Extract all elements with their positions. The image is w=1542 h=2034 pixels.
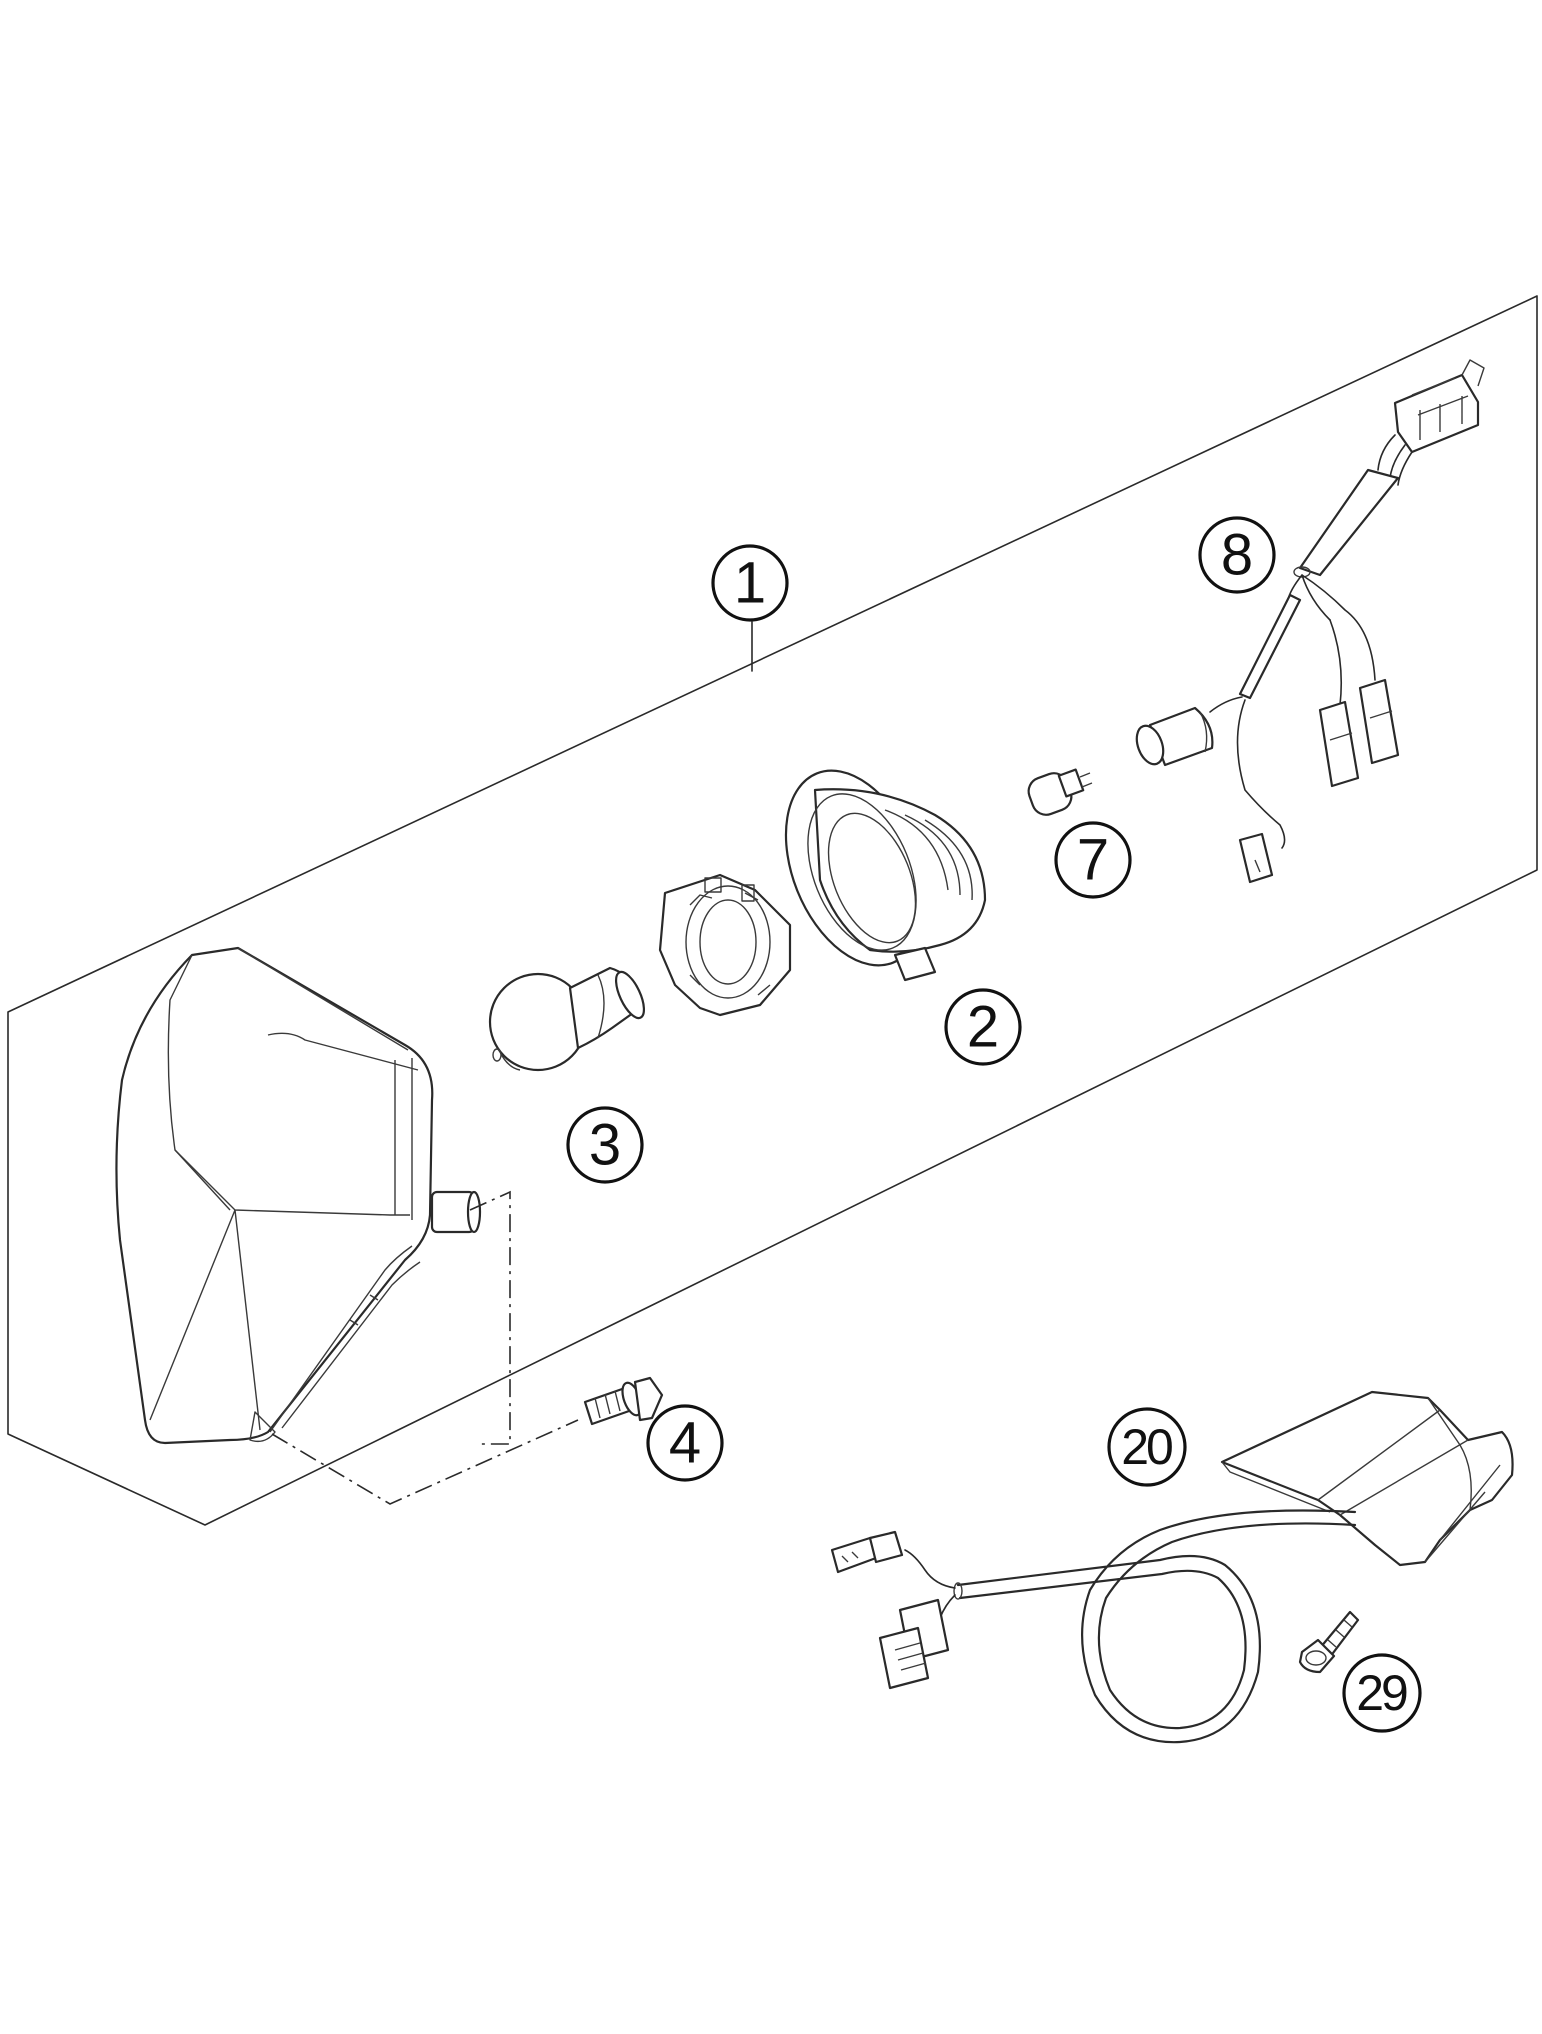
callout-4: 4 xyxy=(646,1404,724,1482)
callout-7: 7 xyxy=(1054,821,1132,899)
callout-3-label: 3 xyxy=(589,1113,621,1178)
flange-screw-icon[interactable] xyxy=(583,1376,664,1426)
headlight-assembly-icon[interactable] xyxy=(115,946,482,1445)
assembly-bracket-outline xyxy=(7,295,1538,1526)
headlight-bulb-icon[interactable] xyxy=(488,966,650,1072)
parking-light-bulb-icon[interactable] xyxy=(1025,768,1093,818)
callout-20: 20 xyxy=(1107,1407,1187,1487)
mounting-reference-lines xyxy=(271,1190,579,1505)
callout-1-label: 1 xyxy=(734,551,766,616)
rubber-boot-icon[interactable] xyxy=(759,750,987,986)
callout-2-label: 2 xyxy=(967,995,999,1060)
callout-29-label: 29 xyxy=(1356,1665,1407,1721)
callout-1: 1 xyxy=(711,544,789,622)
callout-2: 2 xyxy=(944,988,1022,1066)
led-headlight-cover-icon[interactable] xyxy=(1220,1390,1514,1567)
callout-4-label: 4 xyxy=(669,1411,701,1476)
callout-8-label: 8 xyxy=(1221,523,1253,588)
callout-3: 3 xyxy=(566,1106,644,1184)
small-screw-icon[interactable] xyxy=(1298,1610,1360,1674)
callout-8: 8 xyxy=(1198,516,1276,594)
wiring-harness-icon[interactable] xyxy=(1132,359,1485,884)
callout-20-label: 20 xyxy=(1121,1419,1172,1475)
led-harness-cable-icon[interactable] xyxy=(830,1509,1357,1744)
bulb-retainer-ring-icon[interactable] xyxy=(658,873,792,1017)
callout-7-label: 7 xyxy=(1077,828,1109,893)
callout-29: 29 xyxy=(1342,1653,1422,1733)
